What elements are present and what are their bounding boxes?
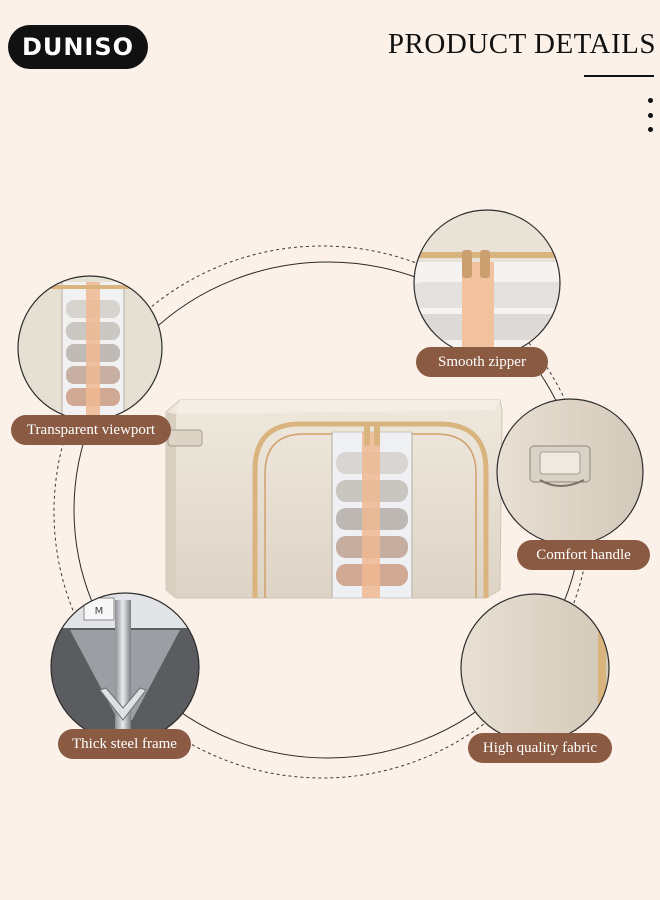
feature-label-thick-steel-frame: Thick steel frame <box>58 729 191 759</box>
page-title: PRODUCT DETAILS <box>387 28 656 60</box>
fabric-detail-image <box>461 594 609 742</box>
title-underline <box>584 75 654 77</box>
more-vertical-icon[interactable] <box>646 98 654 132</box>
handle-detail-image <box>497 399 643 545</box>
feature-label-high-quality-fabric: High quality fabric <box>468 733 612 763</box>
svg-text:M: M <box>95 606 104 617</box>
feature-label-transparent-viewport: Transparent viewport <box>11 415 171 445</box>
viewport-detail-image <box>18 276 162 420</box>
feature-label-smooth-zipper: Smooth zipper <box>416 347 548 377</box>
brand-logo: DUNISO <box>8 25 148 69</box>
zipper-detail-image <box>414 210 560 356</box>
storage-box <box>165 399 503 599</box>
feature-label-comfort-handle: Comfort handle <box>517 540 650 570</box>
